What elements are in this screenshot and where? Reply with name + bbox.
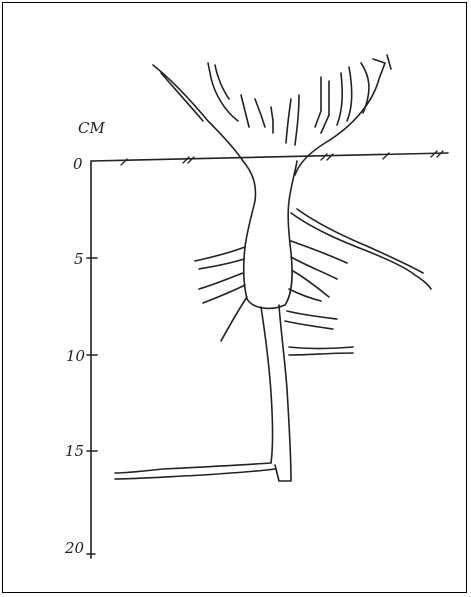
lateral-roots-right [285,209,431,355]
depth-axis-ticks [87,258,97,554]
soil-surface-line [91,153,448,161]
horizontal-root [115,463,275,479]
taproot [261,305,291,481]
depth-tick-label-20: 20 [65,541,84,556]
soil-hatch-marks [121,151,443,165]
depth-unit-label: CM [78,121,105,136]
root-system-drawing [3,3,468,594]
depth-tick-label-0: 0 [73,157,83,172]
taproot-crown [243,161,297,308]
lateral-roots-left [195,247,247,341]
depth-tick-label-10: 10 [66,349,85,364]
depth-tick-label-15: 15 [65,444,84,459]
figure-frame: CM 0 5 10 15 20 [2,2,467,593]
depth-tick-label-5: 5 [74,252,84,267]
